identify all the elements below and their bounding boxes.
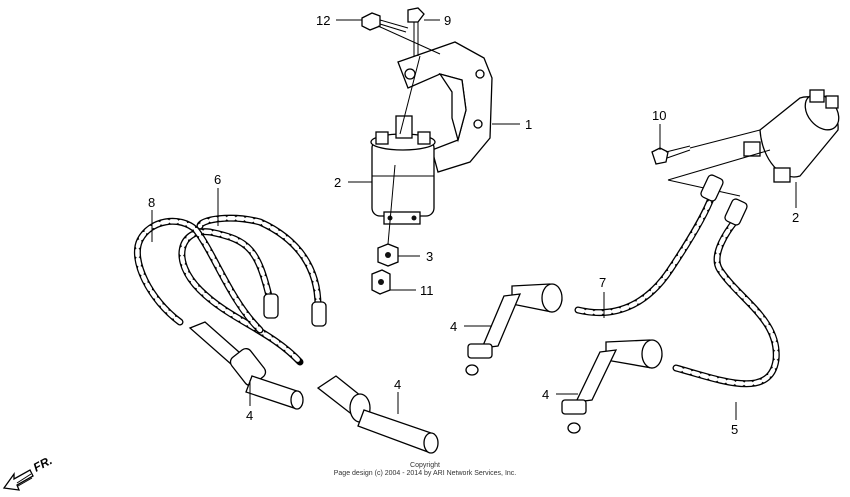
callout-3: 3 [426, 249, 433, 264]
callout-4-left-a: 4 [246, 408, 253, 423]
callout-9: 9 [444, 13, 451, 28]
ignition-coil-left[interactable] [370, 115, 436, 225]
nut-11[interactable] [371, 269, 391, 295]
bolt-12[interactable] [361, 12, 409, 33]
callout-6: 6 [214, 172, 221, 187]
callout-7: 7 [599, 275, 606, 290]
high-tension-wire-8[interactable] [133, 217, 264, 334]
callout-10: 10 [652, 108, 666, 123]
high-tension-wire-5[interactable] [672, 198, 780, 388]
callout-4-left-b: 4 [394, 377, 401, 392]
ignition-coil-right[interactable] [743, 88, 846, 183]
callout-11: 11 [420, 283, 434, 298]
bracket[interactable] [397, 41, 493, 173]
plug-cap-right-a[interactable] [465, 283, 563, 376]
callout-1: 1 [525, 117, 532, 132]
callout-5: 5 [731, 422, 738, 437]
copyright-line-2: Page design (c) 2004 - 2014 by ARI Netwo… [333, 470, 517, 477]
high-tension-wire-7[interactable] [574, 174, 724, 317]
callout-4-right-a: 4 [450, 319, 457, 334]
callout-4-right-b: 4 [542, 387, 549, 402]
callout-8: 8 [148, 195, 155, 210]
copyright-line-1: Copyright [410, 462, 440, 469]
bolt-9[interactable] [407, 7, 425, 56]
leader-lines [151, 19, 797, 420]
nut-3[interactable] [377, 243, 399, 267]
plug-cap-left-b[interactable] [316, 375, 439, 454]
bolt-10[interactable] [651, 145, 691, 165]
plug-cap-left-a[interactable] [188, 321, 304, 410]
callout-12: 12 [316, 13, 330, 28]
callout-2-left: 2 [334, 175, 341, 190]
plug-cap-right-b[interactable] [561, 339, 663, 434]
callout-2-right: 2 [792, 210, 799, 225]
